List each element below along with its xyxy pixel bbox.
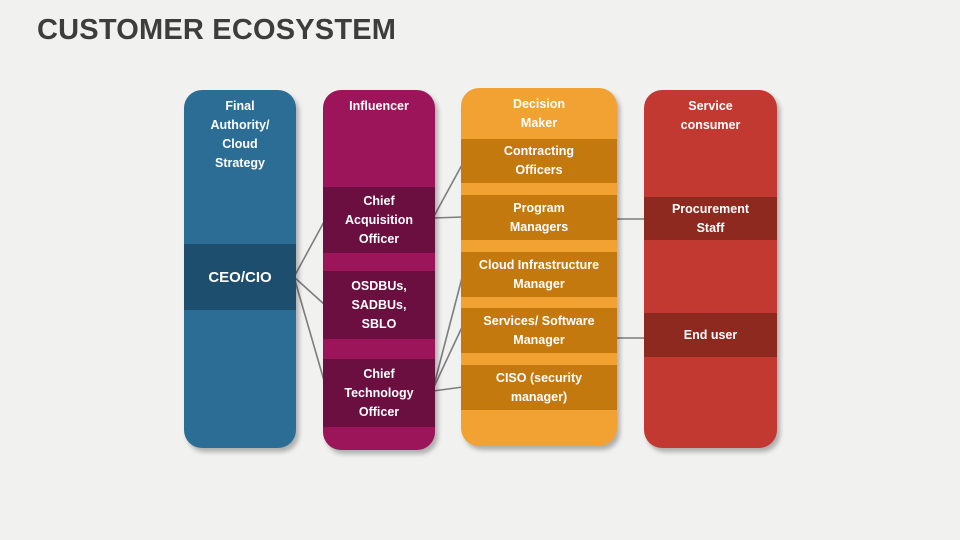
node-osdbus-sadbus-sblo: OSDBUs, SADBUs, SBLO — [323, 271, 435, 339]
column-service-consumer-header: Service consumer — [680, 99, 741, 132]
node-procurement-staff: Procurement Staff — [644, 197, 777, 240]
connector-ceo-to-cto — [293, 276, 326, 385]
node-ciso-security-manager: CISO (security manager) — [461, 365, 617, 410]
column-decision-maker-header: Decision Maker — [512, 97, 566, 130]
connector-cao-to-contracting — [432, 162, 464, 219]
column-service-consumer: Service consumer Procurement Staff End u… — [644, 90, 777, 448]
column-final-authority-header: Final Authority/ Cloud Strategy — [210, 99, 270, 170]
node-ceo-cio: CEO/CIO — [184, 244, 296, 310]
node-chief-acquisition-officer: Chief Acquisition Officer — [323, 187, 435, 253]
connector-cto-to-services — [432, 324, 464, 390]
node-chief-technology-officer: Chief Technology Officer — [323, 359, 435, 427]
column-influencer: Influencer Chief Acquisition Officer OSD… — [323, 90, 435, 450]
column-decision-maker: Decision Maker Contracting Officers Prog… — [461, 88, 617, 446]
column-influencer-header: Influencer — [349, 99, 409, 113]
connector-ceo-to-cao — [293, 219, 326, 278]
page-title: CUSTOMER ECOSYSTEM — [37, 14, 397, 46]
connector-cto-to-cloudinfra — [432, 273, 464, 390]
connector-cao-to-program — [432, 216, 464, 219]
node-contracting-officers: Contracting Officers — [461, 139, 617, 183]
node-services-software-manager: Services/ Software Manager — [461, 308, 617, 353]
node-end-user: End user — [644, 313, 777, 357]
column-final-authority: Final Authority/ Cloud Strategy CEO/CIO — [184, 90, 296, 448]
connector-cto-to-ciso — [432, 386, 464, 392]
connector-ceo-to-osdbu — [293, 276, 326, 306]
node-program-managers: Program Managers — [461, 195, 617, 240]
node-cloud-infrastructure-manager: Cloud Infrastructure Manager — [461, 252, 617, 297]
